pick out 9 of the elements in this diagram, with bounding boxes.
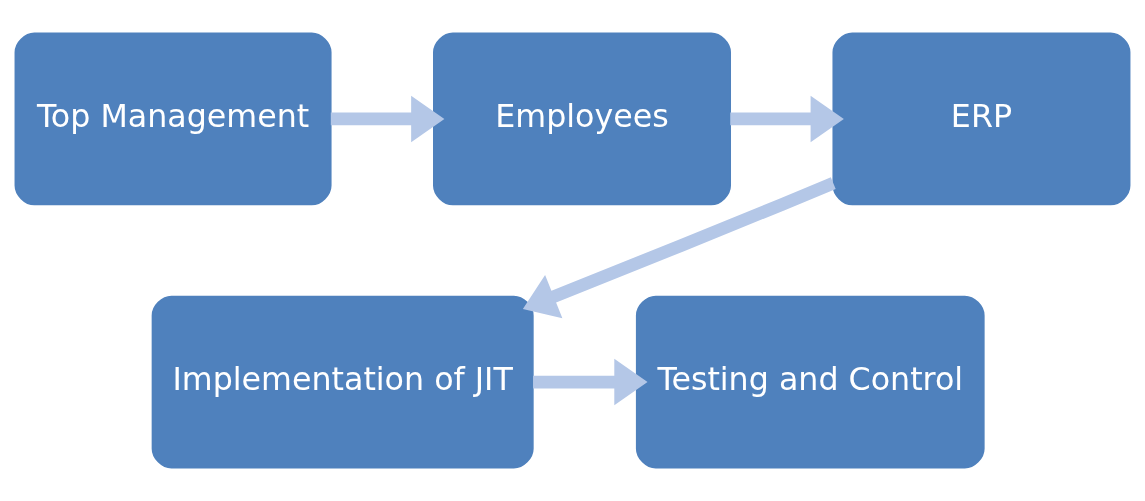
arrow [330, 95, 445, 143]
arrow [522, 177, 836, 319]
node-box: ERP [832, 32, 1131, 206]
arrow [730, 95, 844, 143]
arrow [533, 358, 648, 406]
node-box: Top Management [14, 32, 332, 206]
node-box: Employees [433, 32, 731, 206]
node-box: Testing and Control [635, 295, 985, 469]
node-box: Implementation of JIT [151, 295, 534, 469]
